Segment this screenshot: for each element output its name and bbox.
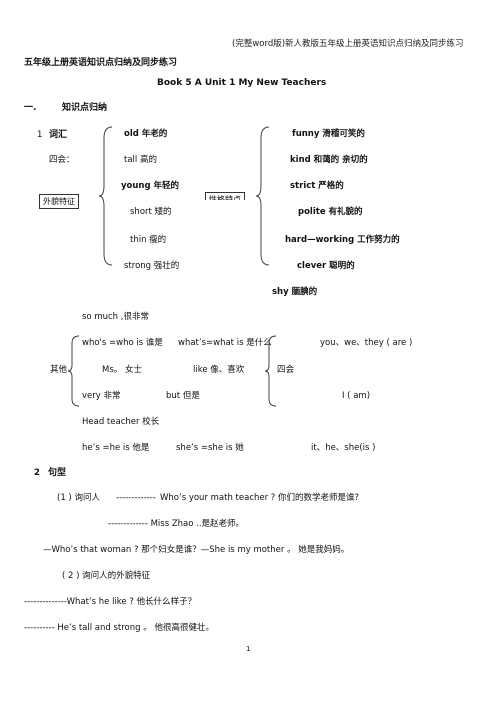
word-strict: strict 严格的 <box>290 181 344 191</box>
phrase-so-much: so much ,很非常 <box>82 312 149 322</box>
word-but: but 但是 <box>166 391 200 401</box>
contraction-whos: who's =who is 谁是 <box>82 338 163 348</box>
word-very: very 非常 <box>82 391 121 401</box>
pronoun-is: it、he、she(is ) <box>311 443 376 453</box>
word-funny: funny 滑稽可笑的 <box>292 129 365 139</box>
item-number-1: 1 <box>37 130 43 140</box>
sentence-pattern-label: 句型 <box>48 468 67 478</box>
document-title: 五年级上册英语知识点归纳及同步练习 <box>24 58 178 68</box>
section-title: 知识点归纳 <box>62 103 108 113</box>
running-header: (完整word版)新人教版五年级上册英语知识点归纳及同步练习 <box>232 39 464 49</box>
pronoun-am: I ( am) <box>342 391 371 401</box>
word-like: like 像、喜欢 <box>193 365 245 375</box>
left-brace-personality <box>256 126 270 266</box>
word-old: old 年老的 <box>124 129 168 139</box>
word-strong: strong 强壮的 <box>124 261 180 271</box>
word-clever: clever 聪明的 <box>297 261 355 271</box>
four-skill-label: 四会： <box>49 155 75 165</box>
word-shy: shy 腼腆的 <box>272 287 318 297</box>
word-young: young 年轻的 <box>121 181 180 191</box>
right-brace-pronouns <box>265 335 277 407</box>
word-polite: polite 有礼貌的 <box>298 207 363 217</box>
contraction-hes: he’s =he is 他是 <box>82 443 150 453</box>
contraction-whats: what’s=what is 是什么 <box>178 338 272 348</box>
word-tall: tall 高的 <box>124 155 157 165</box>
word-hardworking: hard—working 工作努力的 <box>285 235 400 245</box>
word-short: short 矮的 <box>130 207 172 217</box>
word-kind: kind 和蔼的 亲切的 <box>290 155 368 165</box>
pattern1-label: (1 ) 询问人 <box>57 493 100 503</box>
section-number: 一. <box>24 103 37 113</box>
others-label: 其他 <box>50 365 68 375</box>
pattern2-label: ( 2 ) 询问人的外貌特征 <box>62 571 151 581</box>
pattern1-example: —Who’s that woman ? 那个妇女是谁？—She is my mo… <box>43 545 350 555</box>
left-brace-others <box>68 335 80 407</box>
unit-title: Book 5 A Unit 1 My New Teachers <box>157 78 327 88</box>
item-number-2: 2 <box>34 468 40 478</box>
pattern1-answer: ------------- Miss Zhao ..是赵老师。 <box>108 519 245 529</box>
pattern1-question: Who’s your math teacher ? 你们的数学老师是谁? <box>160 493 360 503</box>
contraction-shes: she’s =she is 她 <box>176 443 244 453</box>
vocab-label: 词汇 <box>49 130 68 140</box>
four-skill-label-2: 四会 <box>277 365 295 375</box>
page-number: 1 <box>246 645 251 653</box>
pattern2-question: --------------What’s he like ? 他长什么样子？ <box>24 597 197 607</box>
word-thin: thin 瘦的 <box>130 235 167 245</box>
pronoun-are: you、we、they ( are ) <box>320 338 413 348</box>
appearance-box: 外貌特征 <box>39 194 79 209</box>
pattern2-answer: ---------- He’s tall and strong 。 他很高很健壮… <box>24 623 214 633</box>
personality-box: 性格特点 <box>205 192 245 200</box>
pattern1-dashes: ------------- <box>116 493 156 503</box>
left-brace-appearance <box>99 126 113 266</box>
word-ms: Ms。 女士 <box>102 365 142 375</box>
word-head-teacher: Head teacher 校长 <box>82 417 160 427</box>
